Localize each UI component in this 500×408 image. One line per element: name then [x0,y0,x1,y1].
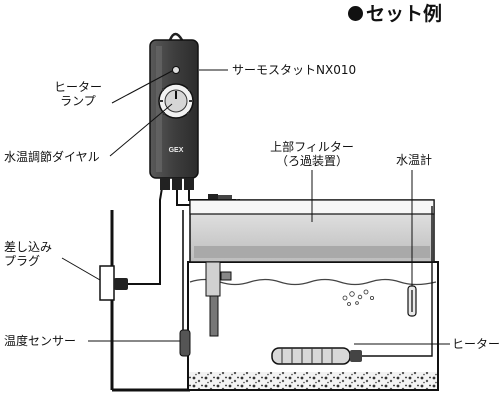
thermostat-body: GEX [149,32,199,190]
label-filter: 上部フィルター （ろ過装置） [262,140,362,168]
label-heater-lamp-line1: ヒーター [53,80,102,94]
aquarium-tank [187,261,439,391]
page-title: セット例 [348,2,442,26]
leader-lines [61,69,450,345]
bullet-icon [348,6,363,21]
brand-logo: GEX [169,147,184,154]
gravel [189,372,437,389]
heater-lamp-icon [172,66,180,74]
label-plug-line1: 差し込み [4,240,53,254]
heater [271,206,433,365]
thermometer [407,170,417,317]
label-filter-line1: 上部フィルター [270,140,354,154]
label-plug: 差し込み プラグ [4,240,52,268]
label-plug-line2: プラグ [4,254,41,268]
label-heater-lamp-line2: ランプ [60,94,96,108]
label-thermostat: サーモスタットNX010 [232,63,357,77]
temperature-sensor [179,210,191,357]
label-heater-lamp: ヒーター ランプ [46,80,110,108]
air-bubbles [342,289,374,306]
wall-outlet [99,210,190,392]
label-filter-line2: （ろ過装置） [275,154,348,168]
label-heater: ヒーター [452,337,500,351]
power-plug [114,187,163,290]
label-dial: 水温調節ダイヤル [4,150,100,164]
label-thermometer: 水温計 [396,153,433,167]
label-sensor: 温度センサー [4,334,77,348]
